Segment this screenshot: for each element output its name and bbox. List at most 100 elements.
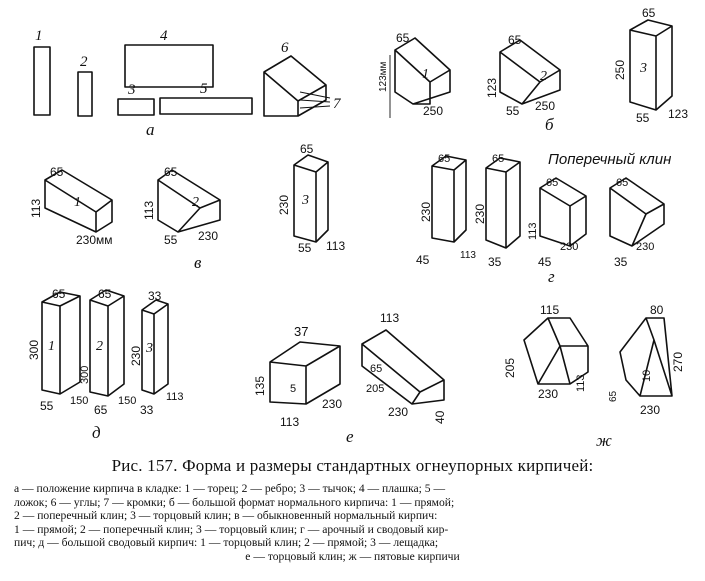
brick-b3	[629, 19, 673, 111]
section-label-a: а	[146, 120, 155, 139]
brick-zh-left-width: 113	[575, 374, 587, 392]
part-zh-drawing: 115 205 230 113 80 270 10 65 230 ж	[503, 303, 685, 450]
brick-zh-right-side: 65	[608, 390, 619, 402]
brick-d3-bottom: 33	[140, 403, 154, 417]
brick-zh-left-length: 230	[538, 387, 558, 401]
brick-d3-num: 3	[145, 341, 153, 356]
label-a-7: 7	[333, 96, 342, 112]
brick-zh-right-inner: 10	[641, 370, 653, 382]
caption-line: 1 — прямой; 2 — поперечный клин; 3 — тор…	[14, 522, 449, 536]
brick-e-left	[269, 341, 341, 405]
section-label-b: б	[545, 115, 554, 134]
part-g-drawing: Поперечный клин 65 230 45 113 65 230 35 …	[416, 151, 671, 286]
brick-zh-left-top: 115	[540, 303, 559, 317]
brick-zh-right-height: 270	[671, 352, 685, 372]
brick-e-left-length: 230	[322, 397, 342, 411]
brick-e-right-length: 230	[388, 405, 408, 419]
section-label-d: д	[92, 423, 101, 442]
edge-pointer-lines	[299, 91, 331, 109]
brick-v1-height: 113	[29, 199, 43, 218]
brick-v2-height: 113	[142, 201, 156, 220]
brick-g1-bottom: 45	[416, 253, 430, 267]
brick-b1	[394, 37, 451, 105]
brick-b1-length: 250	[423, 104, 443, 118]
brick-v2	[157, 169, 221, 233]
label-a-6: 6	[281, 40, 289, 56]
label-a-2: 2	[80, 54, 88, 70]
brick-b3-num: 3	[639, 61, 647, 76]
brick-b3-width: 123	[668, 107, 688, 121]
brick-d2-bottom: 65	[94, 403, 108, 417]
brick-v1	[44, 169, 113, 233]
brick-b2-bottom: 55	[506, 104, 520, 118]
brick-e-right-top: 113	[380, 311, 399, 325]
brick-g1	[431, 155, 467, 243]
brick-v1-top: 65	[50, 165, 64, 179]
brick-b2-top: 65	[508, 33, 522, 47]
brick-b1-top: 65	[396, 31, 410, 45]
brick-e-left-inner: 5	[290, 383, 296, 395]
brick-v1-length: 230мм	[76, 233, 113, 247]
brick-d2-width: 150	[118, 395, 136, 407]
label-a-4: 4	[160, 28, 168, 44]
brick-b3-height: 250	[613, 60, 627, 80]
part-b-drawing: 1 65 123мм 250 2 65 123 55 250 б 3 65 25…	[378, 6, 688, 134]
brick-v2-length: 230	[198, 229, 218, 243]
brick-d1-width: 150	[70, 395, 88, 407]
brick-e-right-side2: 205	[366, 383, 384, 395]
brick-v3	[293, 154, 329, 243]
brick-g4-top: 65	[616, 177, 628, 189]
brick-d1	[41, 291, 81, 395]
brick-g2	[485, 157, 521, 249]
brick-v2-bottom: 55	[164, 233, 178, 247]
brick-edge-face-2	[77, 71, 93, 117]
label-a-1: 1	[35, 28, 43, 44]
section-label-zh: ж	[596, 431, 612, 450]
section-label-e: е	[346, 427, 354, 446]
brick-end-face-1	[33, 46, 51, 116]
brick-d1-top: 65	[52, 287, 66, 301]
brick-b2	[499, 39, 561, 105]
brick-g2-bottom: 35	[488, 255, 502, 269]
part-a-drawing: 1 2 3 4 5 6 7 а	[33, 28, 342, 139]
brick-b1-num: 1	[422, 67, 429, 82]
brick-g3	[539, 177, 587, 247]
caption-line: е — торцовый клин; ж — пятовые кирпичи	[245, 549, 460, 563]
brick-d3-top: 33	[148, 289, 162, 303]
brick-zh-left-height: 205	[503, 358, 517, 378]
brick-g1-top: 65	[438, 153, 450, 165]
part-d-drawing: 1 65 300 55 150 2 65 300 65 150 3 33 230…	[27, 287, 184, 442]
brick-v3-bottom: 55	[298, 241, 312, 255]
brick-g3-top: 65	[546, 177, 558, 189]
brick-v1-num: 1	[74, 195, 81, 210]
brick-d2-height: 300	[79, 366, 91, 384]
brick-zh-right	[619, 317, 673, 397]
brick-e-left-width: 113	[280, 415, 299, 429]
part-e-drawing: 37 135 5 230 113 113 65 205 230 40 е	[253, 311, 447, 446]
brick-b2-height: 123	[485, 78, 499, 98]
brick-e-right-side: 65	[370, 363, 382, 375]
brick-d3-height: 230	[129, 346, 143, 366]
brick-b3-bottom: 55	[636, 111, 650, 125]
brick-g4-length: 230	[636, 241, 654, 253]
label-a-3: 3	[127, 82, 136, 98]
part-v-drawing: 1 65 113 230мм 2 65 113 55 230 в 3 65 23…	[29, 142, 345, 272]
brick-header-face-3	[117, 98, 155, 116]
brick-g3-length: 230	[560, 241, 578, 253]
figure-caption-body: а — положение кирпича в кладке: 1 — торе…	[14, 482, 691, 564]
brick-g4	[609, 177, 665, 247]
figure-caption-title: Рис. 157. Форма и размеры стандартных ог…	[111, 456, 594, 475]
brick-d1-num: 1	[48, 339, 55, 354]
brick-e-left-height: 135	[253, 376, 267, 396]
brick-g2-height: 230	[473, 204, 487, 224]
brick-b2-length: 250	[535, 99, 555, 113]
caption-line: а — положение кирпича в кладке: 1 — торе…	[14, 482, 446, 495]
brick-d3-width: 113	[166, 391, 184, 403]
brick-d2-num: 2	[96, 339, 103, 354]
brick-e-right-end: 40	[433, 410, 447, 424]
brick-g2-top: 65	[492, 153, 504, 165]
brick-v2-top: 65	[164, 165, 178, 179]
brick-zh-left	[523, 317, 589, 385]
brick-figure: 1 2 3 4 5 6 7 а 1 65 123мм 250 2 65 123 …	[27, 6, 688, 450]
brick-e-right	[361, 329, 445, 405]
